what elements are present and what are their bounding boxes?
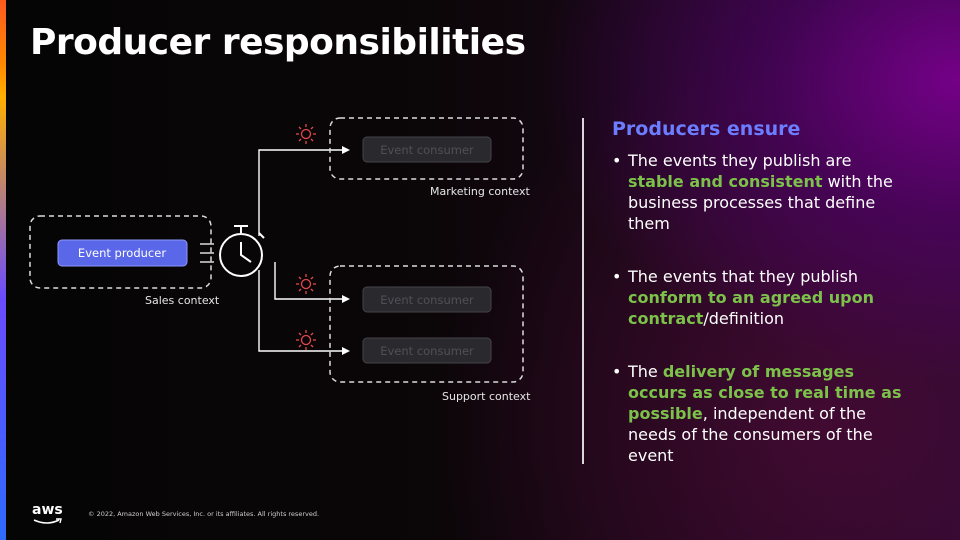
sales-context-box — [29, 215, 212, 289]
bullet-text: The — [628, 362, 663, 381]
support-event-consumer-button-2[interactable] — [362, 337, 492, 364]
bullet-item: The delivery of messages occurs as close… — [612, 361, 912, 466]
support-event-consumer-label-2: Event consumer — [380, 344, 474, 358]
bullet-highlight: stable and consistent — [628, 172, 823, 191]
connector-lines — [258, 149, 344, 352]
sales-context-label: Sales context — [145, 294, 220, 307]
bullet-item: The events they publish are stable and c… — [612, 150, 912, 234]
arrowheads — [342, 146, 350, 355]
bullet-text: , independent of the needs of the consum… — [628, 404, 873, 465]
sun-event-icon — [296, 274, 316, 294]
bullet-text: The events they publish are — [628, 151, 852, 170]
vertical-divider — [582, 118, 584, 464]
marketing-context-box — [329, 117, 524, 180]
bullet-text: /definition — [703, 309, 785, 328]
marketing-event-consumer-button[interactable] — [362, 136, 492, 163]
bullet-item: The events that they publish conform to … — [612, 266, 912, 329]
aws-logo: aws — [32, 502, 63, 518]
support-context-box — [329, 265, 524, 383]
slide-title: Producer responsibilities — [30, 22, 526, 63]
marketing-event-consumer-label: Event consumer — [380, 143, 474, 157]
accent-bar — [0, 0, 6, 540]
event-producer-button[interactable] — [57, 239, 188, 267]
sun-event-icon — [296, 124, 316, 144]
support-event-consumer-button-1[interactable] — [362, 286, 492, 313]
aws-smile-icon — [33, 518, 62, 524]
sun-event-icon — [296, 330, 316, 350]
speed-lines — [200, 243, 214, 263]
bullet-text: The events that they publish — [628, 267, 859, 286]
bullet-highlight: conform to an agreed upon contract — [628, 288, 875, 328]
marketing-context-label: Marketing context — [430, 185, 530, 198]
bullet-text: with the business processes that define … — [628, 172, 893, 233]
support-event-consumer-label-1: Event consumer — [380, 293, 474, 307]
producers-panel: Producers ensure The events they publish… — [612, 118, 912, 498]
copyright-text: © 2022, Amazon Web Services, Inc. or its… — [88, 510, 320, 518]
support-context-label: Support context — [442, 390, 531, 403]
stopwatch-icon — [219, 225, 265, 277]
event-producer-label: Event producer — [78, 246, 166, 260]
panel-heading: Producers ensure — [612, 118, 801, 140]
bullet-highlight: delivery of messages occurs as close to … — [628, 362, 902, 423]
